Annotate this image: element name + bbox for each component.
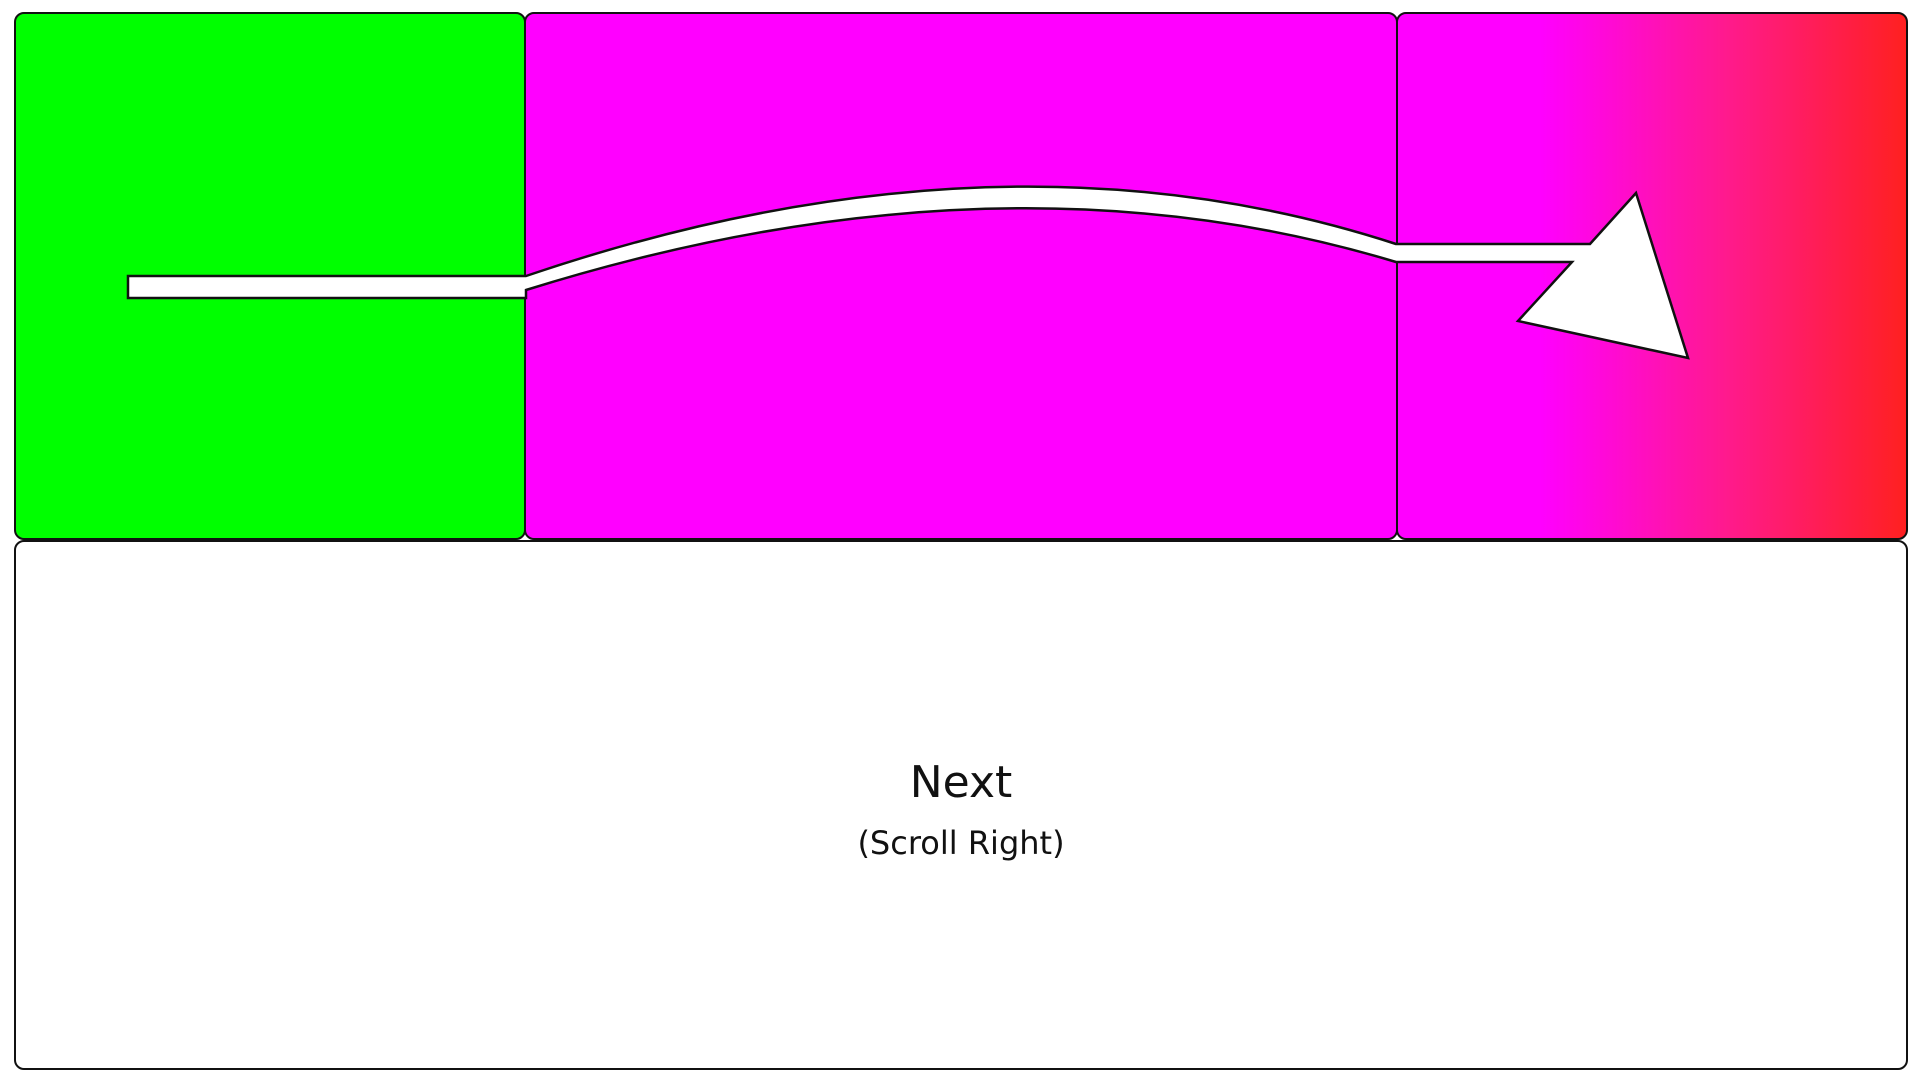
next-label: Next [909,757,1013,808]
scroll-right-hint: (Scroll Right) [857,824,1065,862]
gradient-panel [1396,12,1908,540]
magenta-panel [524,12,1398,540]
next-button[interactable]: Next (Scroll Right) [14,540,1908,1070]
green-panel [14,12,526,540]
